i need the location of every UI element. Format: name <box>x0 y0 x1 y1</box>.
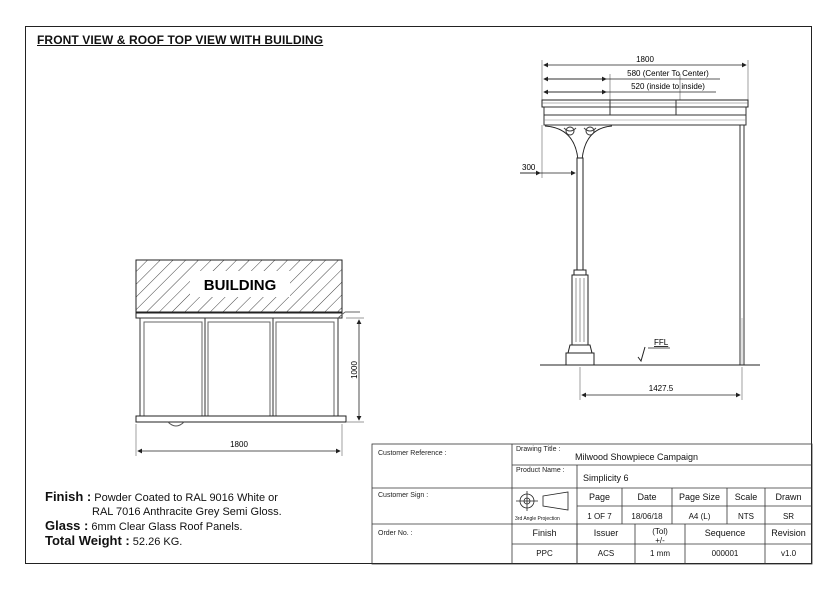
tolerance-line-2: +/- <box>655 536 665 545</box>
value-finish: PPC <box>536 549 553 558</box>
customer-sign-label: Customer Sign : <box>378 492 429 499</box>
value-date: 18/06/18 <box>631 512 663 521</box>
inside-dimension: 520 (inside to inside) <box>631 82 705 91</box>
product-name-label: Product Name : <box>516 467 565 474</box>
front-view: BUILDING 1000 1800 <box>135 259 364 456</box>
header-tolerance: (Tol) +/- <box>635 527 685 545</box>
canopy-top-beam <box>135 312 343 319</box>
header-page: Page <box>588 492 611 502</box>
glass-value: 6mm Clear Glass Roof Panels. <box>91 521 243 533</box>
finish-label: Finish : <box>45 489 92 504</box>
value-scale: NTS <box>738 512 754 521</box>
header-date: Date <box>637 492 657 502</box>
value-tolerance: 1 mm <box>650 549 670 558</box>
building-label: BUILDING <box>204 277 277 294</box>
weight-value: 52.26 KG. <box>132 536 183 548</box>
side-view: 1800 580 (Center To Center) 520 (inside … <box>520 55 760 400</box>
ffl-label: FFL <box>654 338 669 347</box>
header-issuer: Issuer <box>593 528 619 538</box>
width-dimension: 1800 <box>230 440 248 449</box>
third-angle-projection-icon <box>516 491 569 511</box>
tolerance-line-1: (Tol) <box>652 527 668 536</box>
center-dimension: 580 (Center To Center) <box>627 69 709 78</box>
drawing-heading: FRONT VIEW & ROOF TOP VIEW WITH BUILDING <box>37 33 324 47</box>
drawing-frame <box>25 26 812 564</box>
value-issuer: ACS <box>597 549 615 558</box>
roof-panel <box>541 99 749 108</box>
order-no-label: Order No. : <box>378 530 413 537</box>
finish-line-2: RAL 7016 Anthracite Grey Semi Gloss. <box>92 506 282 518</box>
header-revision: Revision <box>771 528 806 538</box>
header-page-size: Page Size <box>678 492 721 502</box>
header-drawn: Drawn <box>775 492 802 502</box>
drawing-title: Milwood Showpiece Campaign <box>575 452 699 462</box>
offset-dimension: 300 <box>522 163 536 172</box>
header-scale: Scale <box>734 492 758 502</box>
gutter <box>135 415 347 423</box>
overall-dimension: 1800 <box>636 55 654 64</box>
canopy-outer <box>139 317 339 421</box>
glass-label: Glass : <box>45 518 89 533</box>
post-dimension: 1427.5 <box>649 384 674 393</box>
product-name: Simplicity 6 <box>583 473 629 483</box>
weight-label: Total Weight : <box>45 533 130 548</box>
title-block-grid <box>371 443 813 565</box>
header-sequence: Sequence <box>704 528 746 538</box>
finish-line-1: Powder Coated to RAL 9016 White or <box>94 492 278 504</box>
value-page: 1 OF 7 <box>587 512 612 521</box>
projection-label: 3rd Angle Projection <box>515 516 560 522</box>
value-sequence: 000001 <box>711 549 739 558</box>
height-dimension: 1000 <box>350 361 359 379</box>
post <box>576 157 584 271</box>
value-revision: v1.0 <box>780 549 797 558</box>
notes: Finish : Powder Coated to RAL 9016 White… <box>45 490 282 549</box>
header-finish: Finish <box>532 528 557 538</box>
customer-reference-label: Customer Reference : <box>378 450 447 457</box>
value-page-size: A4 (L) <box>688 512 711 521</box>
drawing-title-label: Drawing Title : <box>516 446 561 453</box>
value-drawn: SR <box>782 512 795 521</box>
